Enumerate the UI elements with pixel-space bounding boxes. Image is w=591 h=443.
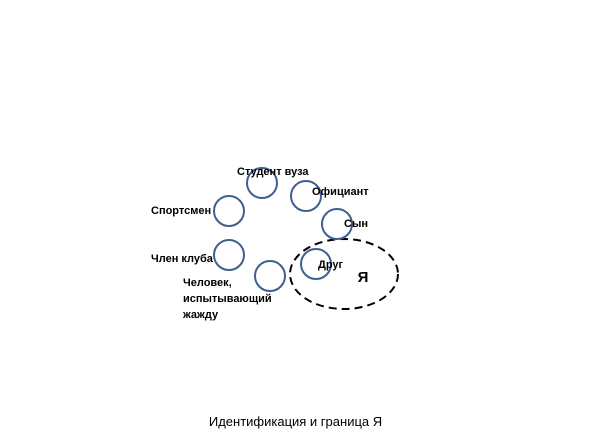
role-label-club-member: Член клуба [151, 253, 214, 265]
role-label-thirsty-person-line-1: Человек, [183, 277, 232, 289]
role-label-sportsman: Спортсмен [151, 205, 211, 217]
role-circle-son [321, 208, 353, 240]
role-label-son: Сын [344, 218, 368, 230]
role-label-thirsty-person-line-2: испытывающий [183, 293, 272, 305]
role-circle-club-member [213, 239, 245, 271]
diagram-caption: Идентификация и граница Я [208, 414, 383, 429]
role-circle-friend [300, 248, 332, 280]
role-label-waiter: Официант [312, 186, 369, 198]
role-label-thirsty-person-line-3: жажду [182, 309, 219, 321]
self-label: Я [358, 269, 369, 286]
role-circle-student [246, 167, 278, 199]
role-circle-sportsman [213, 195, 245, 227]
role-label-friend: Друг [318, 259, 344, 271]
self-boundary-ellipse [289, 238, 399, 310]
role-label-thirsty-person: Человек, испытывающий жажду [182, 277, 275, 321]
role-label-student: Студент вуза [237, 166, 309, 178]
role-circle-thirsty-person [254, 260, 286, 292]
role-circle-waiter [290, 180, 322, 212]
